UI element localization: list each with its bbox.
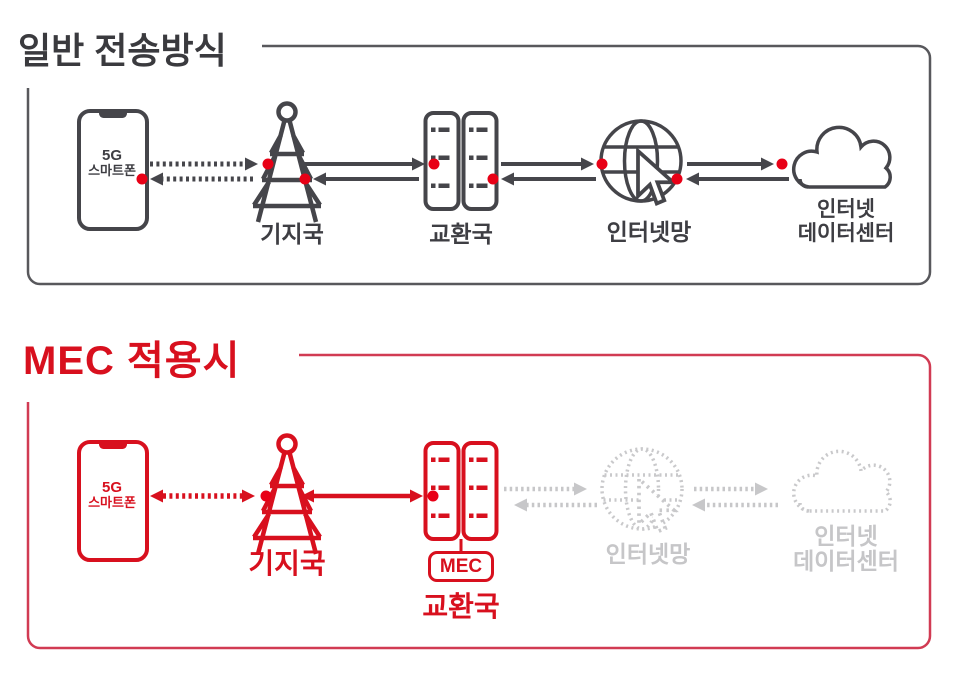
datacenter-disabled-line2: 데이터센터 — [793, 548, 899, 574]
datacenter-cloud-icon — [791, 125, 892, 189]
exchange-label-red: 교환국 — [422, 591, 500, 622]
general-arrows — [150, 157, 789, 186]
datacenter-label-disabled: 인터넷 데이터센터 — [793, 524, 899, 574]
general-box-border — [26, 44, 932, 286]
base-station-label-red: 기지국 — [248, 548, 326, 579]
base-station-label: 기지국 — [260, 221, 324, 247]
datacenter-disabled-line1: 인터넷 — [814, 523, 878, 549]
phone-label-red-line1: 5G — [101, 479, 122, 496]
datacenter-label: 인터넷 데이터센터 — [798, 198, 895, 246]
phone-label-red: 5G 스마트폰 — [88, 479, 136, 511]
phone-label: 5G 스마트폰 — [88, 147, 136, 179]
mec-badge-text: MEC — [439, 555, 483, 577]
mec-box-border — [26, 353, 932, 650]
exchange-servers-icon-red — [423, 441, 499, 541]
internet-globe-icon-disabled — [600, 447, 684, 534]
datacenter-label-line1: 인터넷 — [817, 198, 875, 221]
internet-label: 인터넷망 — [606, 219, 692, 245]
internet-globe-cursor-icon — [599, 119, 683, 206]
mec-red-arrows — [150, 489, 423, 503]
datacenter-label-line2: 데이터센터 — [797, 222, 895, 245]
mec-disabled-arrows — [504, 482, 778, 512]
internet-label-disabled: 인터넷망 — [605, 541, 691, 567]
phone-label-line1: 5G — [101, 147, 122, 164]
mec-badge: MEC — [428, 551, 494, 582]
general-section-title: 일반 전송방식 — [18, 30, 227, 71]
phone-label-line2: 스마트폰 — [88, 163, 136, 179]
datacenter-cloud-icon-disabled — [791, 449, 892, 513]
phone-label-red-line2: 스마트폰 — [88, 495, 136, 511]
exchange-label: 교환국 — [429, 221, 493, 247]
mec-section-title: MEC 적용시 — [23, 339, 241, 383]
